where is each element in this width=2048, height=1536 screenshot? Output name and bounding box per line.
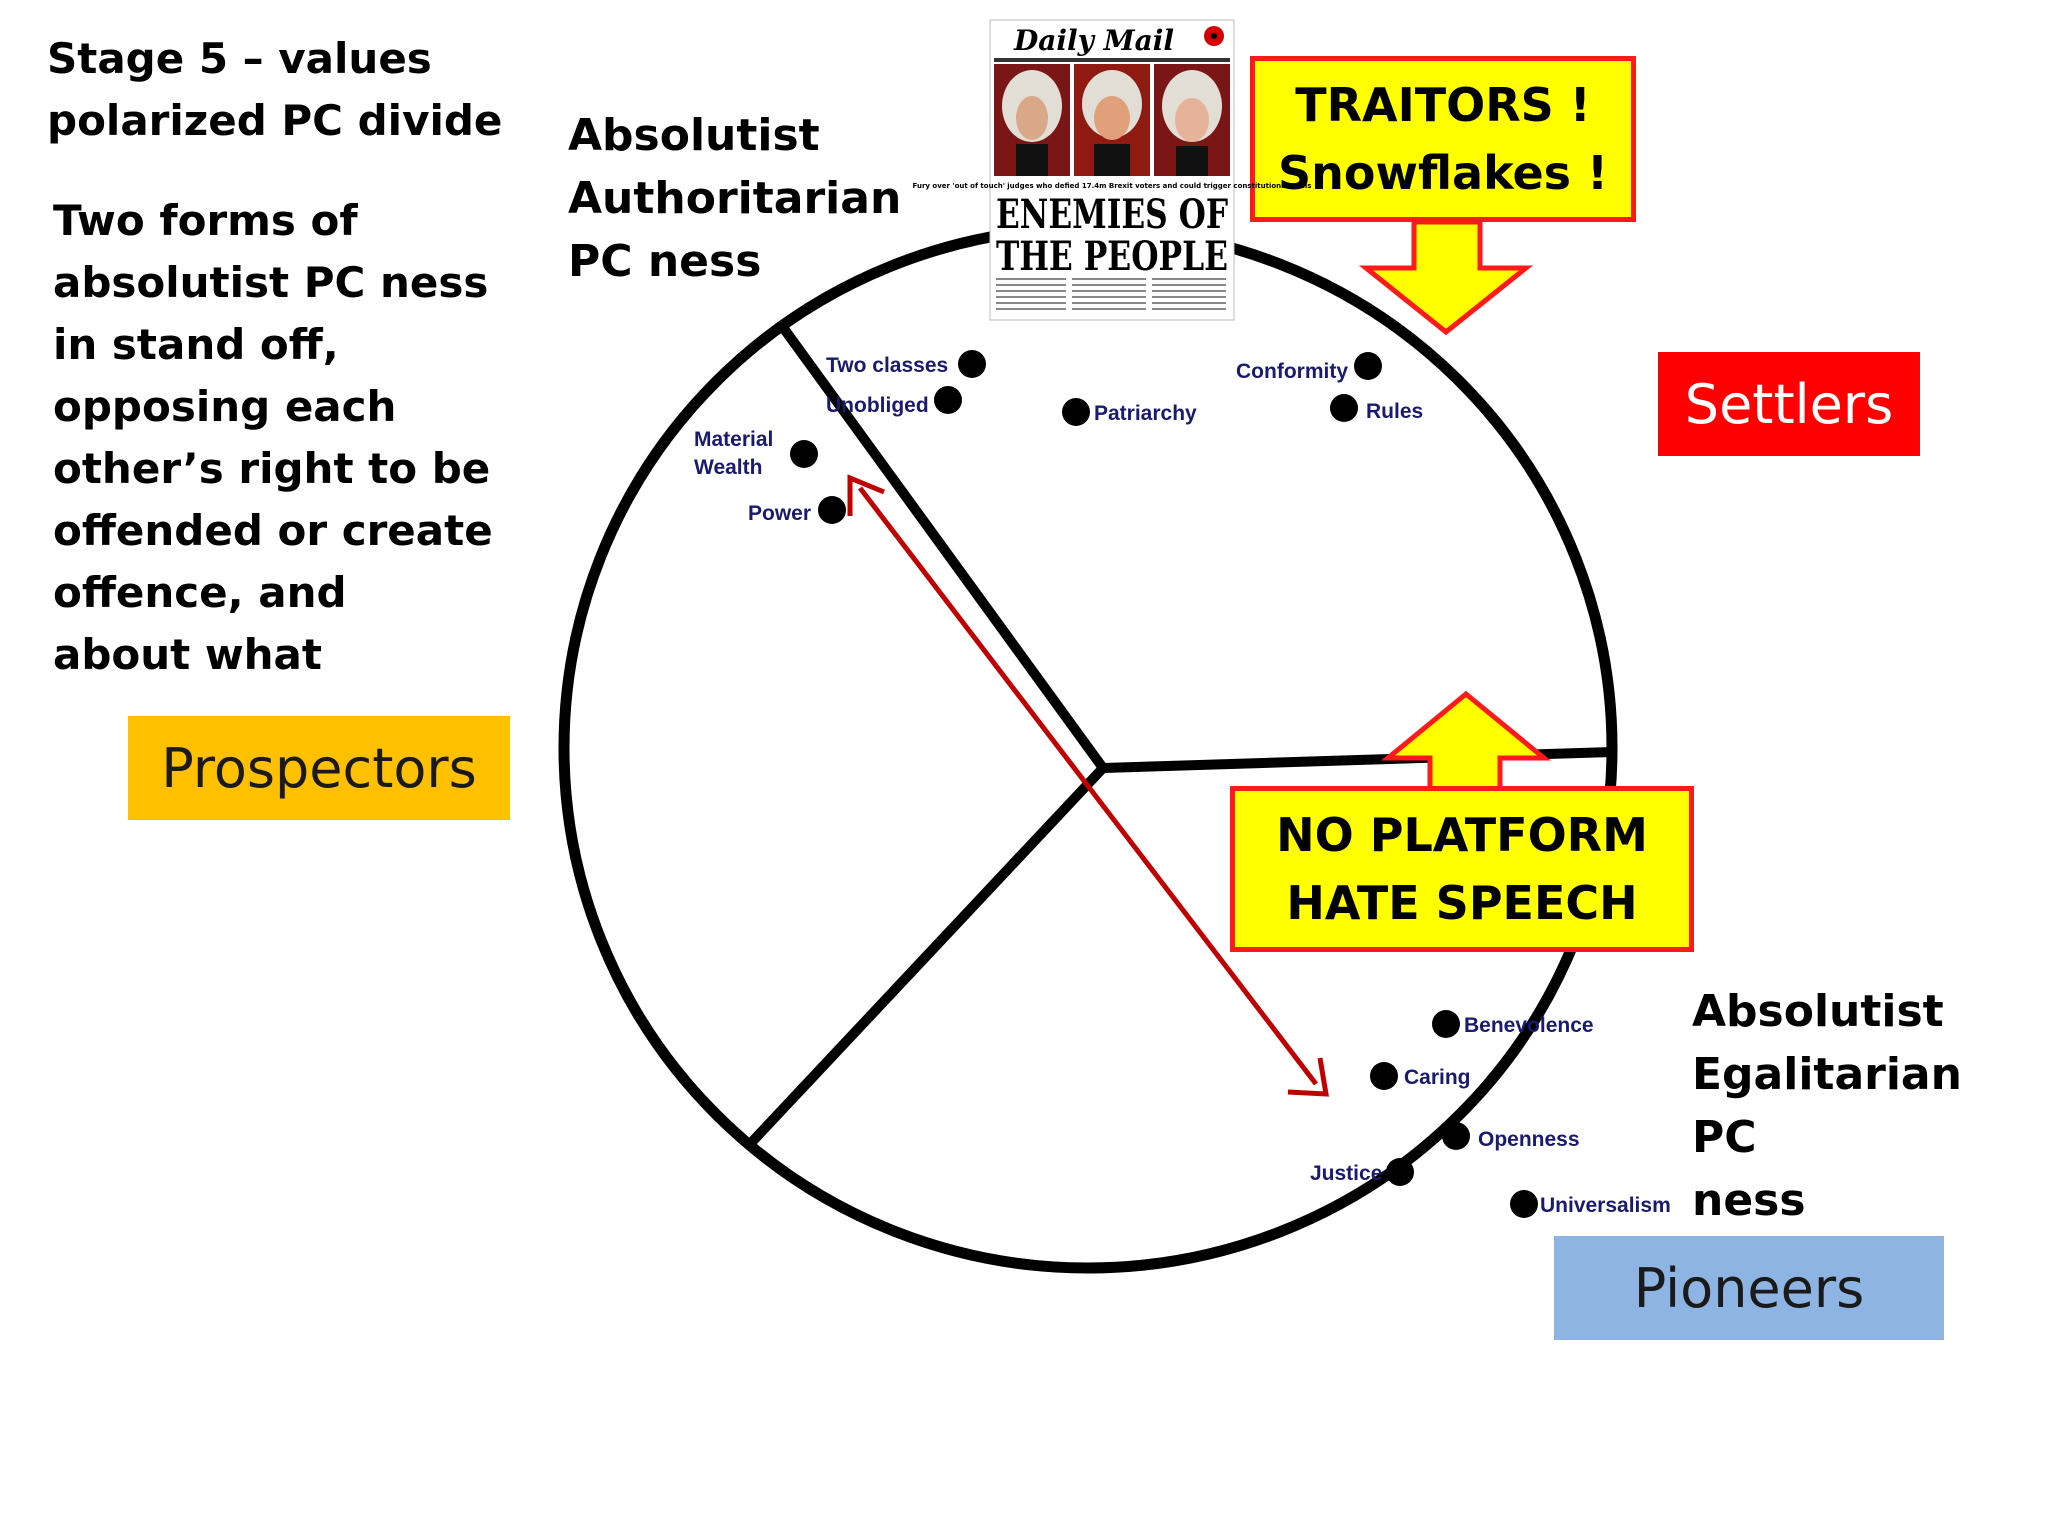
newspaper-front-page: Daily Mail Fury over 'out of touch' judg… <box>913 19 1311 321</box>
divider-prospectors-pioneers <box>746 764 1107 1148</box>
divider-settlers-prospectors <box>777 323 1108 771</box>
newspaper-headline-2: THE PEOPLE <box>996 233 1228 280</box>
label-openness: Openness <box>1478 1128 1580 1151</box>
up-block-arrow <box>1381 690 1551 793</box>
dot-universalism <box>1510 1190 1538 1218</box>
prospectors-label: Prospectors <box>161 736 477 800</box>
opposition-arrow <box>858 486 1318 1086</box>
dot-two-classes <box>958 350 986 378</box>
newspaper-masthead: Daily Mail <box>1013 24 1174 57</box>
down-block-arrow <box>1358 219 1534 336</box>
no-platform-callout: NO PLATFORM HATE SPEECH <box>1230 786 1694 952</box>
label-material-wealth-2: Wealth <box>694 456 762 479</box>
label-power: Power <box>748 502 811 525</box>
newspaper-art: Daily Mail Fury over 'out of touch' judg… <box>913 19 1311 321</box>
pioneers-label: Pioneers <box>1633 1256 1865 1320</box>
dot-rules <box>1330 394 1358 422</box>
label-two-classes: Two classes <box>826 354 948 377</box>
dot-power <box>818 496 846 524</box>
label-caring: Caring <box>1404 1066 1471 1089</box>
dot-unobliged <box>934 386 962 414</box>
label-benevolence: Benevolence <box>1464 1014 1594 1037</box>
newspaper-strap: Fury over 'out of touch' judges who defi… <box>913 182 1312 190</box>
dot-patriarchy <box>1062 398 1090 426</box>
dot-openness <box>1442 1122 1470 1150</box>
label-material-wealth-1: Material <box>694 428 773 451</box>
label-rules: Rules <box>1366 400 1423 423</box>
dot-caring <box>1370 1062 1398 1090</box>
slide-title: Stage 5 – values polarized PC divide <box>47 34 503 145</box>
traitors-callout: TRAITORS ! Snowflakes ! <box>1250 56 1636 222</box>
settlers-label: Settlers <box>1684 372 1894 436</box>
pioneers-box: Pioneers <box>1554 1236 1944 1340</box>
egalitarian-pc-label: Absolutist Egalitarian PC ness <box>1692 986 1962 1226</box>
prospectors-box: Prospectors <box>128 716 510 820</box>
label-conformity: Conformity <box>1236 360 1348 383</box>
settlers-box: Settlers <box>1658 352 1920 456</box>
opposition-arrowhead-bottom <box>1287 1057 1329 1097</box>
label-universalism: Universalism <box>1540 1194 1671 1217</box>
dot-conformity <box>1354 352 1382 380</box>
dot-benevolence <box>1432 1010 1460 1038</box>
dot-justice <box>1386 1158 1414 1186</box>
label-patriarchy: Patriarchy <box>1094 402 1197 425</box>
newspaper-headline-1: ENEMIES OF <box>996 191 1228 238</box>
authoritarian-pc-label: Absolutist Authoritarian PC ness <box>568 110 902 287</box>
description-text: Two forms of absolutist PC ness in stand… <box>53 196 493 679</box>
newspaper-body-copy <box>996 278 1226 310</box>
dot-material-wealth <box>790 440 818 468</box>
label-justice: Justice <box>1310 1162 1382 1185</box>
opposition-arrowhead-top <box>847 474 885 516</box>
label-unobliged: Unobliged <box>826 394 929 417</box>
